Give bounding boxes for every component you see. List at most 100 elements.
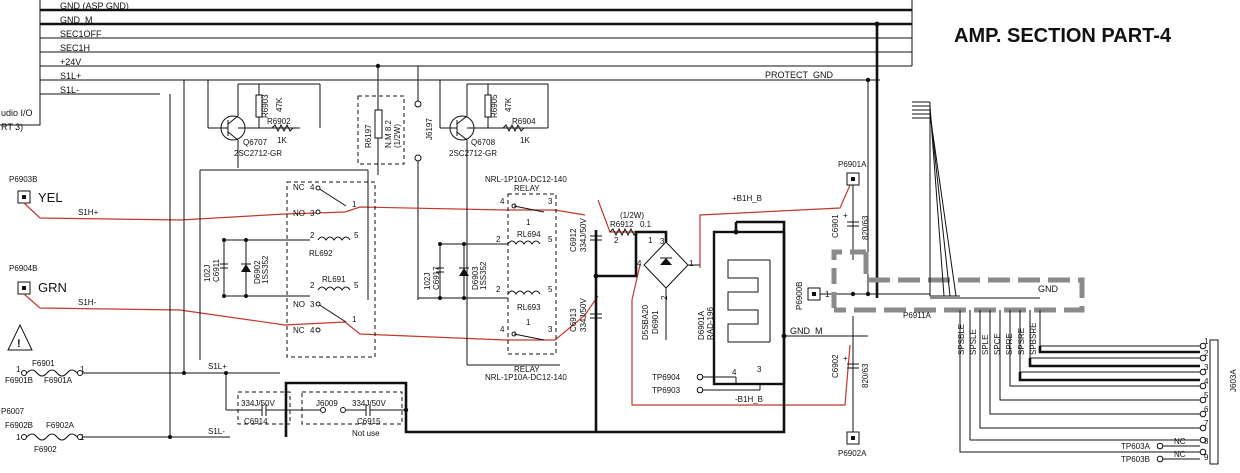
relay1-pin1-bot: 1 bbox=[352, 315, 357, 324]
resistor-r6902: R6902 1K bbox=[267, 117, 294, 145]
tp6904-tp6903: TP6904 TP6903 bbox=[652, 373, 761, 395]
r6912-ref: R6912 bbox=[610, 220, 634, 229]
c6911-value: 102J bbox=[203, 265, 212, 282]
r6902-ref: R6902 bbox=[267, 117, 291, 126]
cap-c6902: + C6902 820/63 bbox=[831, 316, 870, 432]
relay1-pin3-top: 3 bbox=[310, 209, 315, 218]
r6197-value2: (1/2W) bbox=[393, 124, 402, 148]
p6902a-ref: P6902A bbox=[838, 449, 867, 458]
d6901a-ref: D6901A bbox=[697, 310, 706, 340]
tp603: TP603A NC TP603B NC bbox=[1121, 437, 1200, 464]
q6708-part: 2SC2712-GR bbox=[449, 149, 497, 158]
relay2-pin4-bot: 4 bbox=[500, 325, 505, 334]
bridge-d6901: 3 4 1 2 D5SBA20 D6901 bbox=[637, 237, 700, 340]
j603a-pin-6: 6 bbox=[1204, 405, 1209, 414]
connector-p6902a: P6902A bbox=[838, 431, 867, 458]
connector-p6901a: P6901A bbox=[838, 160, 867, 186]
c6902-ref: C6902 bbox=[831, 354, 840, 378]
sp-label-2: SPLE bbox=[981, 335, 990, 355]
top-bus: GND (ASP GND) GND_M SEC1OFF SEC1H +24V S… bbox=[40, 0, 913, 95]
d6901a-part: RAD-196 bbox=[706, 307, 715, 340]
c6915-value: 334J/50V bbox=[352, 399, 386, 408]
q6708-ref: Q6708 bbox=[471, 138, 496, 147]
cap-c6917: 102J C6917 bbox=[418, 242, 508, 300]
c6914-value: 334J/50V bbox=[241, 399, 275, 408]
relay1-no-bot: NO bbox=[293, 300, 305, 309]
j6197-ref: J6197 bbox=[425, 118, 434, 140]
relay1-pin5-bot: 5 bbox=[354, 281, 359, 290]
left-sheet-border: udio I/O RT 3) bbox=[0, 0, 41, 132]
p6901a-ref: P6901A bbox=[838, 160, 867, 169]
diagram-title: AMP. SECTION PART-4 bbox=[954, 25, 1172, 47]
c6901-value: 820/63 bbox=[861, 215, 870, 240]
bridge-pin1: 1 bbox=[689, 259, 694, 268]
connector-j603a: 1 2 3 4 5 6 7 8 9 J603A bbox=[1199, 337, 1238, 465]
s1l-minus-net: S1L- bbox=[208, 427, 225, 436]
tp603b-label: TP603B bbox=[1121, 455, 1150, 464]
connector-p6900b: 1 P6900B bbox=[795, 282, 930, 310]
r6197-value1: N.M 8.2 bbox=[384, 119, 393, 148]
tp603a-label: TP603A bbox=[1121, 442, 1151, 451]
cap-c6911: 102J C6911 bbox=[199, 170, 310, 360]
r6903-ref: R6903 bbox=[261, 94, 270, 118]
transistor-q6707: Q6707 2SC2712-GR bbox=[207, 80, 321, 168]
d6901-ref: D6901 bbox=[651, 310, 660, 334]
d6903-ref: D6903 bbox=[471, 266, 480, 290]
c6912-value: 334J/50V bbox=[579, 218, 588, 252]
relay1-pin4-bot: 4 bbox=[310, 326, 315, 335]
relay1-no-top: NO bbox=[293, 209, 305, 218]
d6902-part: 1SS352 bbox=[261, 255, 270, 284]
r6912-pin1: 1 bbox=[648, 236, 653, 245]
svg-text:+: + bbox=[843, 211, 848, 220]
rl693-label: RL693 bbox=[517, 303, 541, 312]
speaker-wires: SPSBLE SPSLE SPLE SPCE SPRE SPSRE SPBSRE bbox=[912, 101, 1200, 453]
heatsink-pin3: 3 bbox=[757, 365, 762, 374]
b1h-minus-label: -B1H_B bbox=[735, 395, 763, 404]
relay-rl694-rl693: NRL-1P10A-DC12-140 RELAY 4 3 1 2 5 RL694… bbox=[466, 172, 567, 382]
relay1-pin5-top: 5 bbox=[354, 231, 359, 240]
tp6904-label: TP6904 bbox=[652, 373, 681, 382]
heatsink-d6901a: D6901A RAD-196 4 3 GND_M bbox=[697, 222, 868, 430]
bus-label-sec1h: SEC1H bbox=[60, 43, 90, 53]
j603a-pin-3: 3 bbox=[1204, 363, 1209, 372]
relay-rl692-rl691: NC 4 NO 3 1 2 5 RL692 RL691 2 5 NO 3 NC … bbox=[200, 169, 376, 358]
resistor-r6197: R6197 N.M 8.2 (1/2W) bbox=[357, 66, 405, 175]
power-conductors bbox=[596, 220, 787, 339]
diode-d6902: D6902 1SS352 bbox=[241, 240, 270, 296]
heatsink-pin4: 4 bbox=[732, 368, 737, 377]
c6913-value: 334J/50V bbox=[579, 298, 588, 332]
c6901-ref: C6901 bbox=[831, 214, 840, 238]
bus-label-s1l-minus: S1L- bbox=[60, 85, 79, 95]
rl692-label: RL692 bbox=[309, 249, 333, 258]
relay2-pin5-bot: 5 bbox=[548, 285, 553, 294]
left-label-line2: RT 3) bbox=[1, 122, 23, 132]
q6707-ref: Q6707 bbox=[243, 138, 268, 147]
d6902-ref: D6902 bbox=[253, 260, 262, 284]
relay2-pin2-top: 2 bbox=[496, 235, 501, 244]
c6917-ref: C6917 bbox=[432, 266, 441, 290]
c6902-value: 820/63 bbox=[861, 363, 870, 388]
r6912-power: (1/2W) bbox=[620, 211, 644, 220]
r6912-value: 0.1 bbox=[640, 220, 652, 229]
connector-p6903b: P6903B YEL S1H+ bbox=[9, 175, 99, 217]
f6902a-ref: F6902A bbox=[46, 421, 75, 430]
bridge-pin3: 3 bbox=[660, 237, 665, 246]
bus-label-sec1off: SEC1OFF bbox=[60, 29, 102, 39]
resistor-r6904: R6904 1K bbox=[502, 117, 536, 145]
diode-d6903: D6903 1SS352 bbox=[459, 244, 488, 298]
c6911-ref: C6911 bbox=[212, 258, 221, 282]
f6902-ref: F6902 bbox=[34, 445, 57, 454]
c6913-ref: C6913 bbox=[569, 308, 578, 332]
tp603b-nc: NC bbox=[1174, 450, 1186, 459]
j603a-pin-8: 8 bbox=[1204, 437, 1209, 446]
f6901-pin1-left: 1 bbox=[16, 365, 21, 374]
bus-label-protect-gnd: PROTECT_GND bbox=[765, 70, 834, 80]
relay2-pin4-top: 4 bbox=[500, 197, 505, 206]
j603a-pin-1: 1 bbox=[1204, 337, 1209, 346]
j603a-pin-9: 9 bbox=[1204, 453, 1209, 462]
fuse-f6902: P6007 F6902B F6902A 1 1 F6902 S1L- bbox=[1, 80, 230, 454]
s1l-plus-net: S1L+ bbox=[208, 362, 227, 371]
p6007-ref: P6007 bbox=[1, 407, 25, 416]
cap-c6901: + C6901 820/63 bbox=[831, 185, 870, 260]
